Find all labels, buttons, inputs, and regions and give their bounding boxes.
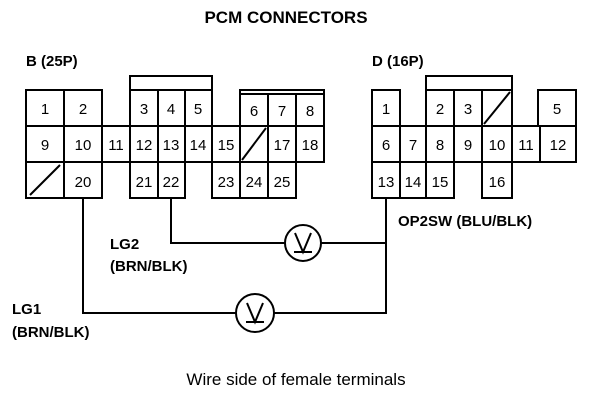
connector-b-pin: 24 — [246, 174, 263, 191]
connector-b-pin: 9 — [41, 137, 49, 154]
connector-d-pin: 10 — [489, 137, 506, 154]
voltmeter-icon — [235, 293, 275, 333]
connector-b-pin: 1 — [41, 101, 49, 118]
connector-d-pin: 1 — [382, 101, 390, 118]
connector-d: 1 2 3 5 6 7 8 9 10 11 12 13 14 15 16 — [371, 75, 577, 199]
connector-d-pin: 16 — [489, 174, 506, 191]
diagram-caption: Wire side of female terminals — [186, 370, 405, 389]
connector-b-pin: 13 — [163, 137, 180, 154]
connector-d-pin: 13 — [378, 174, 395, 191]
connector-b-pin: 21 — [136, 174, 153, 191]
empty-cavity-slash — [241, 127, 267, 161]
lg1-name-label: LG1 — [12, 301, 41, 318]
connector-b-label: B (25P) — [26, 53, 78, 70]
connector-b: 1 2 3 4 5 6 7 8 9 10 11 12 13 14 15 17 — [25, 75, 325, 199]
connector-b-pin: 5 — [194, 101, 202, 118]
lg2-wire — [170, 198, 285, 244]
lg2-wire-return — [321, 198, 387, 244]
connector-d-pin: 5 — [553, 101, 561, 118]
connector-d-pin: 12 — [550, 137, 567, 154]
op2sw-wire-label: OP2SW (BLU/BLK) — [398, 213, 532, 230]
connector-d-pin: 7 — [409, 137, 417, 154]
connector-b-pin: 17 — [274, 137, 291, 154]
connector-b-pin: 4 — [167, 101, 175, 118]
connector-d-pin: 11 — [518, 137, 534, 154]
connector-b-pin: 10 — [75, 137, 92, 154]
connector-d-pin: 15 — [432, 174, 449, 191]
connector-b-pin: 25 — [274, 174, 291, 191]
lg2-name-label: LG2 — [110, 236, 139, 253]
connector-d-label: D (16P) — [372, 53, 424, 70]
lg1-color-label: (BRN/BLK) — [12, 324, 89, 341]
diagram-title: PCM CONNECTORS — [204, 8, 367, 27]
connector-d-lock-tab — [425, 75, 513, 91]
connector-b-pin: 23 — [218, 174, 235, 191]
connector-d-pin: 3 — [464, 101, 472, 118]
connector-d-pin: 14 — [405, 174, 422, 191]
connector-b-pin: 18 — [302, 137, 319, 154]
connector-b-pin: 12 — [136, 137, 153, 154]
connector-b-pin: 11 — [108, 137, 124, 154]
connector-b-pin: 22 — [163, 174, 180, 191]
connector-b-pin: 14 — [190, 137, 207, 154]
connector-b-pin: 6 — [250, 103, 258, 120]
connector-b-pin: 3 — [140, 101, 148, 118]
connector-d-pin: 8 — [436, 137, 444, 154]
empty-cavity-slash — [483, 91, 511, 125]
connector-d-pin: 2 — [436, 101, 444, 118]
lg1-wire-return — [274, 243, 387, 314]
connector-b-pin: 20 — [75, 174, 92, 191]
lg2-color-label: (BRN/BLK) — [110, 258, 187, 275]
voltmeter-icon — [284, 224, 322, 262]
connector-d-pin: 9 — [464, 137, 472, 154]
connector-d-pin: 6 — [382, 137, 390, 154]
connector-b-pin: 15 — [218, 137, 235, 154]
connector-b-lock-tab — [129, 75, 213, 91]
connector-b-pin: 2 — [79, 101, 87, 118]
connector-b-pin: 7 — [278, 103, 286, 120]
empty-cavity-slash — [29, 164, 61, 196]
lg1-wire — [82, 198, 236, 314]
connector-b-pin: 8 — [306, 103, 314, 120]
